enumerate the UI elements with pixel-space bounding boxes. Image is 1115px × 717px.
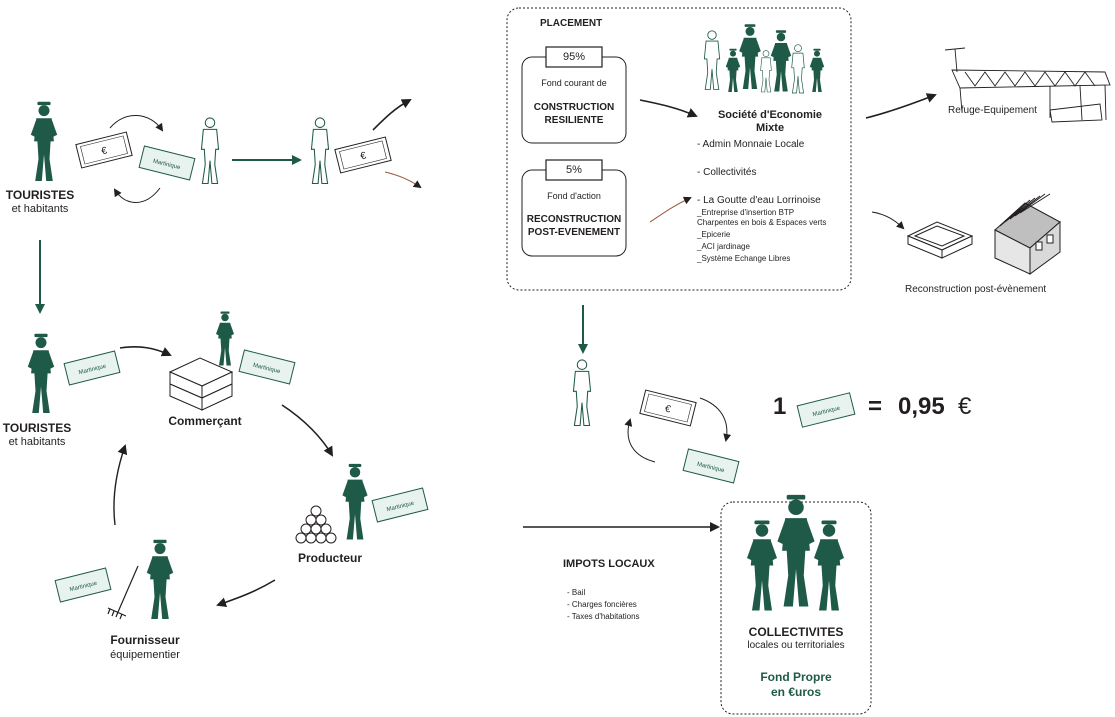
- supplier-title: Fournisseur: [110, 633, 180, 647]
- supplier-subtitle: équipementier: [110, 649, 180, 661]
- person-outline-right: [310, 117, 330, 185]
- person-outline-left: [200, 117, 220, 185]
- euro-note-top-left: €: [75, 131, 133, 169]
- tourists-top-title: TOURISTES: [5, 188, 75, 202]
- fund1-title-line2: RESILIENTE: [544, 115, 604, 126]
- refuge-label: Refuge-Equipement: [948, 105, 1037, 116]
- collectivites-title: COLLECTIVITES: [748, 625, 844, 639]
- taxes-item-habitations: - Taxes d'habitations: [567, 612, 640, 621]
- exchange-left: 1: [773, 393, 787, 420]
- exchange-value: 0,95: [898, 393, 945, 420]
- svg-text:€: €: [664, 403, 672, 415]
- fund2-caption: Fond d'action: [547, 191, 601, 201]
- cycle-arrow-bottom: [113, 187, 161, 203]
- supplier-figure: [146, 539, 174, 619]
- tourist-figure-top: [30, 101, 58, 181]
- svg-text:€: €: [359, 150, 367, 162]
- arrow-fund1-to-sem: [639, 99, 698, 118]
- fund1-percent: 95%: [562, 51, 586, 63]
- svg-text:€: €: [100, 145, 108, 157]
- arrow-producer-to-supplier: [216, 579, 276, 608]
- local-note-cycle-2: Martinique: [238, 349, 296, 385]
- placement-header: PLACEMENT: [540, 18, 603, 29]
- taxes-item-bail: - Bail: [567, 588, 586, 597]
- local-note-cycle-3: Martinique: [371, 487, 429, 523]
- center-arrow-right: [699, 397, 732, 442]
- sem-group-figures: [703, 24, 825, 94]
- fund1-box: [521, 56, 627, 144]
- arrow-merchant-to-producer: [281, 404, 334, 457]
- arrow-fund2-to-sem: [649, 196, 692, 223]
- sem-subitem-btp: _Entreprise d'insertion BTP: [697, 208, 795, 217]
- tourists-bottom-subtitle: et habitants: [8, 436, 66, 448]
- person-outline-center: [572, 359, 592, 427]
- tourists-top-subtitle: et habitants: [11, 203, 69, 215]
- fund-own-line2: en €uros: [770, 685, 821, 699]
- sem-item-goutte: - La Goutte d'eau Lorrinoise: [697, 195, 821, 206]
- sem-item-collectivites: - Collectivités: [697, 167, 757, 178]
- fund2-box: [521, 169, 627, 257]
- euro-note-center: €: [639, 389, 697, 427]
- merchant-boxes: [168, 357, 234, 411]
- fund1-percent-box: [545, 46, 603, 68]
- fund-own-line1: Fond Propre: [760, 670, 832, 684]
- arrow-out-down: [384, 171, 422, 189]
- sem-title-line1: Société d'Economie: [717, 109, 823, 121]
- fund2-percent: 5%: [566, 164, 582, 176]
- collectivites-subtitle: locales ou territoriales: [747, 640, 845, 651]
- producer-label: Producteur: [297, 551, 362, 565]
- merchant-label: Commerçant: [168, 414, 242, 428]
- fund2-percent-box: [545, 159, 603, 181]
- fund1-title-line1: CONSTRUCTION: [533, 102, 615, 113]
- taxes-title: IMPOTS LOCAUX: [563, 558, 655, 570]
- sem-subitem-aci: _ACI jardinage: [697, 242, 750, 251]
- center-arrow-left: [624, 418, 656, 463]
- refuge-structure: [944, 47, 1111, 123]
- producer-figure: [342, 463, 368, 540]
- sem-subitem-sel: _Système Echange Libres: [697, 254, 791, 263]
- arrow-supplier-to-merchant: [113, 444, 128, 526]
- collectivites-figures: [747, 494, 844, 611]
- local-note-top-left: Martinique: [138, 145, 196, 181]
- fund1-caption: Fond courant de: [541, 78, 607, 88]
- rebuilt-house: [994, 193, 1061, 275]
- reconstruction-label: Reconstruction post-évènement: [905, 284, 1047, 295]
- placement-box: [506, 7, 852, 291]
- cycle-arrow-top: [109, 115, 164, 132]
- exchange-currency: €: [958, 393, 972, 420]
- foundation-frame: [906, 221, 974, 259]
- sem-subitem-epicerie: _Epicerie: [697, 230, 731, 239]
- euro-note-top-right: €: [334, 136, 392, 174]
- fund2-title-line1: RECONSTRUCTION: [526, 214, 622, 225]
- taxes-item-charges: - Charges foncières: [567, 600, 637, 609]
- tourist-figure-bottom: [27, 333, 55, 413]
- fund2-title-line2: POST-EVENEMENT: [527, 227, 621, 238]
- rake-icon: [107, 565, 139, 620]
- producer-barrels: [295, 505, 337, 544]
- arrow-tourist-to-merchant: [119, 346, 172, 357]
- local-note-center: Martinique: [682, 448, 740, 484]
- sem-subitem-charpentes: Charpentes en bois & Espaces verts: [697, 218, 827, 227]
- exchange-equals: =: [868, 393, 883, 420]
- arrow-to-refuge: [865, 93, 937, 119]
- merchant-figure: [216, 311, 234, 366]
- tourists-bottom-title: TOURISTES: [2, 421, 72, 435]
- sem-title-line2: Mixte: [755, 122, 785, 134]
- local-note-cycle-4: Martinique: [54, 567, 112, 603]
- local-note-cycle-1: Martinique: [63, 350, 121, 386]
- arrow-to-reconstruction: [871, 211, 905, 230]
- sem-item-admin: - Admin Monnaie Locale: [697, 139, 805, 150]
- arrow-out-up: [372, 99, 412, 131]
- local-note-exchange: Martinique: [796, 392, 856, 428]
